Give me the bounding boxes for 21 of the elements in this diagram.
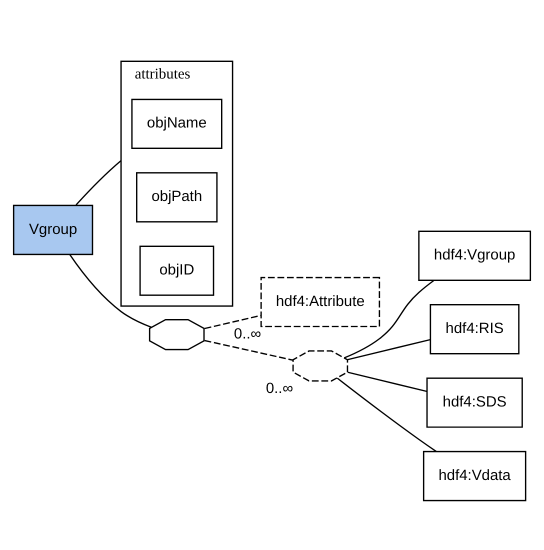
node-octagon	[292, 350, 348, 382]
connector	[344, 280, 434, 358]
node-box: objName	[131, 98, 222, 149]
node-box: hdf4:SDS	[426, 377, 523, 428]
connector	[69, 254, 152, 328]
node-octagon	[148, 318, 205, 350]
node-box: Vgroup	[12, 204, 94, 255]
connector	[204, 314, 262, 329]
node-box: hdf4:Attribute	[260, 276, 380, 327]
connector	[76, 160, 122, 205]
connector	[336, 377, 437, 452]
node-box: objID	[139, 245, 214, 296]
connector	[348, 338, 431, 360]
node-box: hdf4:RIS	[430, 304, 520, 354]
node-label: 0..∞	[266, 379, 294, 396]
connector	[204, 339, 294, 360]
node-box: objPath	[136, 172, 218, 222]
node-label: 0..∞	[234, 324, 262, 342]
node-box: hdf4:Vdata	[422, 450, 526, 501]
node-box: hdf4:Vgroup	[418, 230, 532, 280]
connector	[348, 371, 427, 392]
